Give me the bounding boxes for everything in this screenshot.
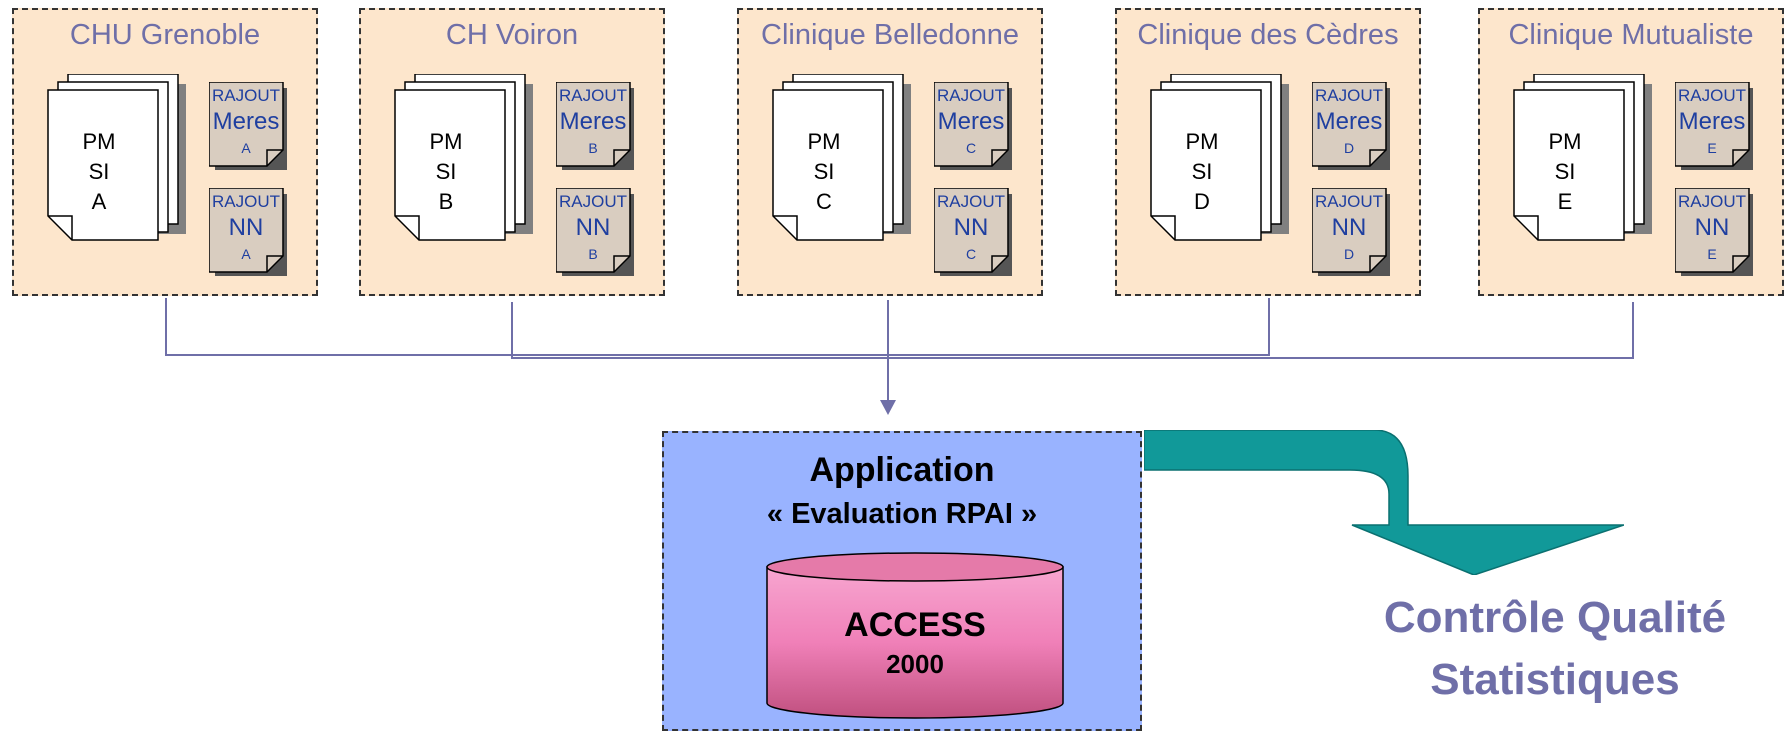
document-icon	[209, 82, 287, 170]
pmsi-document-stack-icon	[47, 74, 186, 241]
document-icon	[209, 188, 287, 276]
rajout-meres-document: RAJOUT Meres C	[934, 82, 1012, 170]
application-title: Application	[809, 451, 995, 489]
site-title: Clinique des Cèdres	[1137, 19, 1399, 51]
document-icon	[556, 82, 634, 170]
database-cylinder: ACCESS 2000	[765, 551, 1065, 721]
document-icon	[556, 188, 634, 276]
rajout-nn-document: RAJOUT NN E	[1675, 188, 1753, 276]
site-title: Clinique Belledonne	[761, 19, 1019, 51]
document-icon	[1675, 188, 1753, 276]
database-icon	[766, 552, 1064, 719]
document-icon	[1675, 82, 1753, 170]
result-statistics: Statistiques	[1430, 655, 1680, 704]
pmsi-document-stack-icon	[1150, 74, 1289, 241]
rajout-nn-document: RAJOUT NN B	[556, 188, 634, 276]
site-title: Clinique Mutualiste	[1508, 19, 1754, 51]
document-icon	[1312, 188, 1390, 276]
down-arrow-icon	[880, 400, 896, 415]
database-label: ACCESS	[844, 606, 986, 644]
rajout-meres-document: RAJOUT Meres A	[209, 82, 287, 170]
document-icon	[934, 82, 1012, 170]
rajout-nn-document: RAJOUT NN D	[1312, 188, 1390, 276]
site-title: CH Voiron	[445, 19, 579, 51]
site-title: CHU Grenoble	[69, 19, 261, 51]
application-subtitle: « Evaluation RPAI »	[766, 498, 1038, 530]
rajout-meres-document: RAJOUT Meres E	[1675, 82, 1753, 170]
document-icon	[934, 188, 1012, 276]
curved-output-arrow-icon	[1144, 430, 1624, 575]
application-box: Application « Evaluation RPAI » ACCESS 2…	[662, 431, 1142, 731]
rajout-nn-document: RAJOUT NN C	[934, 188, 1012, 276]
pmsi-document-stack-icon	[394, 74, 533, 241]
database-version: 2000	[886, 649, 944, 679]
pmsi-document-stack-icon	[772, 74, 911, 241]
rajout-meres-document: RAJOUT Meres D	[1312, 82, 1390, 170]
rajout-meres-document: RAJOUT Meres B	[556, 82, 634, 170]
result-quality-control: Contrôle Qualité	[1383, 593, 1727, 642]
rajout-nn-document: RAJOUT NN A	[209, 188, 287, 276]
pmsi-document-stack-icon	[1513, 74, 1652, 241]
document-icon	[1312, 82, 1390, 170]
